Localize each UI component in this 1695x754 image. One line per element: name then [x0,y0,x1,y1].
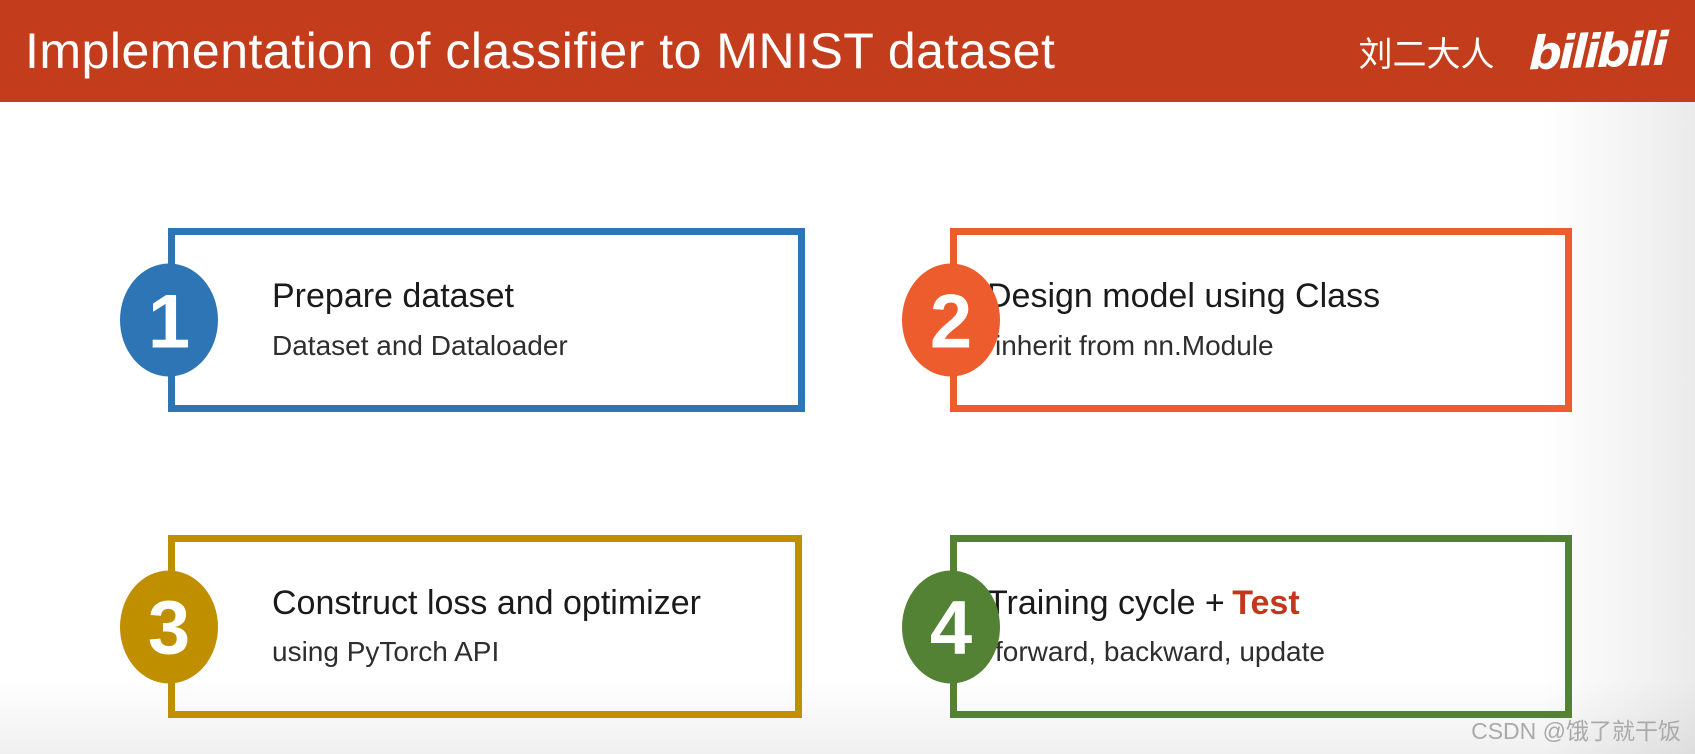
step-subtitle: using PyTorch API [272,636,500,668]
watermark: CSDN @饿了就干饭 [1471,718,1681,744]
step-number: 3 [147,585,191,671]
step-number: 1 [147,279,191,364]
step-subtitle: Dataset and Dataloader [272,329,568,361]
step-badge: 3 [120,570,218,683]
step-title-highlight: Test [1232,583,1300,622]
step-content: Prepare dataset Dataset and Dataloader [175,235,798,405]
step-title: Training cycle +Test [987,583,1300,622]
header: Implementation of classifier to MNIST da… [0,0,1695,102]
step-box-1: 1 Prepare dataset Dataset and Dataloader [120,228,805,412]
step-title: Construct loss and optimizer [272,583,701,622]
step-subtitle: forward, backward, update [995,636,1325,668]
step-badge: 2 [902,263,1000,377]
step-badge: 4 [902,570,1000,683]
step-content: Design model using Class inherit from nn… [957,235,1565,405]
step-number: 2 [929,279,973,364]
step-subtitle: inherit from nn.Module [995,329,1274,361]
step-box-4: 4 Training cycle +Test forward, backward… [902,535,1572,718]
bilibili-logo: bilibili [1527,21,1666,81]
page-title: Implementation of classifier to MNIST da… [25,23,1056,79]
step-box-2: 2 Design model using Class inherit from … [902,228,1572,412]
step-badge: 1 [120,263,218,377]
step-content: Training cycle +Test forward, backward, … [957,542,1565,711]
step-title: Prepare dataset [272,277,514,316]
step-number: 4 [929,585,973,671]
author-name: 刘二大人 [1358,35,1495,74]
step-content: Construct loss and optimizer using PyTor… [175,542,795,711]
step-title: Design model using Class [987,277,1381,316]
step-box-3: 3 Construct loss and optimizer using PyT… [120,535,802,718]
